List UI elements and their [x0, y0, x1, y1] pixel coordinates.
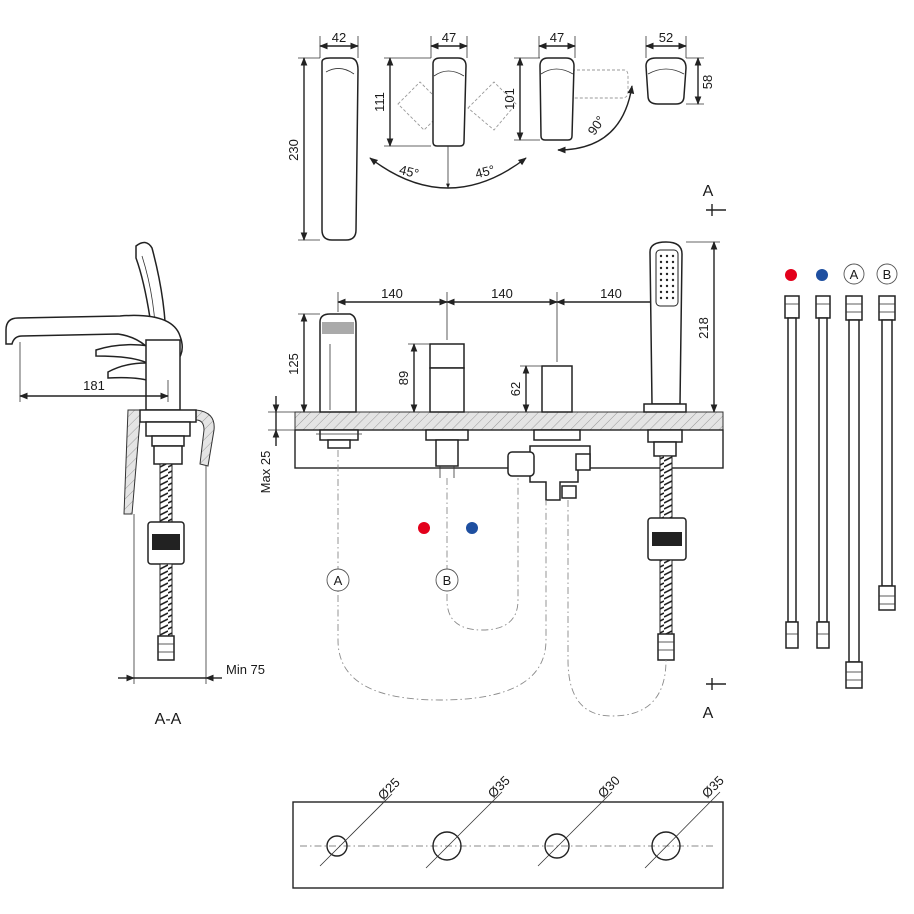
dim-58: 58	[700, 75, 715, 89]
cold-dot-icon	[816, 269, 828, 281]
dim-47-mixer: 47	[442, 30, 456, 45]
handshower-top-view: 52 58	[645, 30, 715, 105]
cold-dot-icon	[466, 522, 478, 534]
hose-b	[878, 295, 896, 611]
hole-diameter-4: Ø35	[699, 773, 727, 801]
section-label: A-A	[155, 711, 182, 728]
hot-hose	[784, 295, 800, 649]
section-markers: A A	[703, 183, 726, 722]
diverter-top-view: 47 101 90°	[502, 30, 635, 154]
angle-45-right: 45°	[474, 162, 497, 181]
dim-max-25: Max 25	[258, 451, 273, 494]
hole-diameter-2: Ø35	[485, 773, 513, 801]
dim-89: 89	[396, 371, 411, 385]
hot-dot-icon	[418, 522, 430, 534]
hot-dot-icon	[785, 269, 797, 281]
dim-230: 230	[286, 139, 301, 161]
circle-label-b: B	[443, 573, 452, 588]
angle-45-left: 45°	[398, 162, 421, 181]
dim-218: 218	[696, 317, 711, 339]
circle-label-a: A	[334, 573, 343, 588]
spray-nozzles-icon	[655, 249, 679, 307]
section-marker-top: A	[703, 183, 714, 200]
angle-90: 90°	[585, 113, 609, 138]
hose-label-a: A	[850, 267, 859, 282]
hole-2: Ø35	[425, 773, 513, 869]
dim-min-75: Min 75	[226, 662, 265, 677]
spout-top-view: 42 230	[286, 30, 359, 241]
dim-52: 52	[659, 30, 673, 45]
top-views: 42 230 47 111 45° 45°	[286, 30, 715, 241]
spacing-1: 140	[381, 286, 403, 301]
spacing-2: 140	[491, 286, 513, 301]
dim-47-diverter: 47	[550, 30, 564, 45]
hole-3: Ø30	[537, 773, 623, 867]
hose-a	[845, 295, 863, 689]
hole-diameter-1: Ø25	[375, 775, 403, 803]
mixer-front: 89	[396, 343, 469, 478]
hole-1: Ø25	[319, 775, 403, 867]
hole-diameter-3: Ø30	[595, 773, 623, 801]
dim-125: 125	[286, 353, 301, 375]
cold-hose	[815, 295, 831, 649]
section-view-a-a: 181 Min 75 A-A	[5, 241, 265, 728]
section-marker-bottom: A	[703, 705, 714, 722]
handshower-front: 218	[643, 241, 720, 661]
front-view: 140 140 140 125 89	[258, 241, 724, 717]
dim-111: 111	[372, 92, 387, 112]
spacing-3: 140	[600, 286, 622, 301]
dim-101: 101	[502, 88, 517, 110]
mixer-top-view: 47 111 45° 45°	[369, 30, 527, 189]
dim-181: 181	[83, 378, 105, 393]
spout-front: 125	[286, 313, 362, 449]
drilling-template: Ø25 Ø35 Ø30 Ø35	[292, 773, 727, 889]
hole-4: Ø35	[644, 773, 727, 869]
dim-62: 62	[508, 382, 523, 396]
hose-label-b: B	[883, 267, 892, 282]
hoses-legend: A B	[784, 263, 898, 689]
diverter-front: 62	[507, 365, 591, 501]
dim-42: 42	[332, 30, 346, 45]
